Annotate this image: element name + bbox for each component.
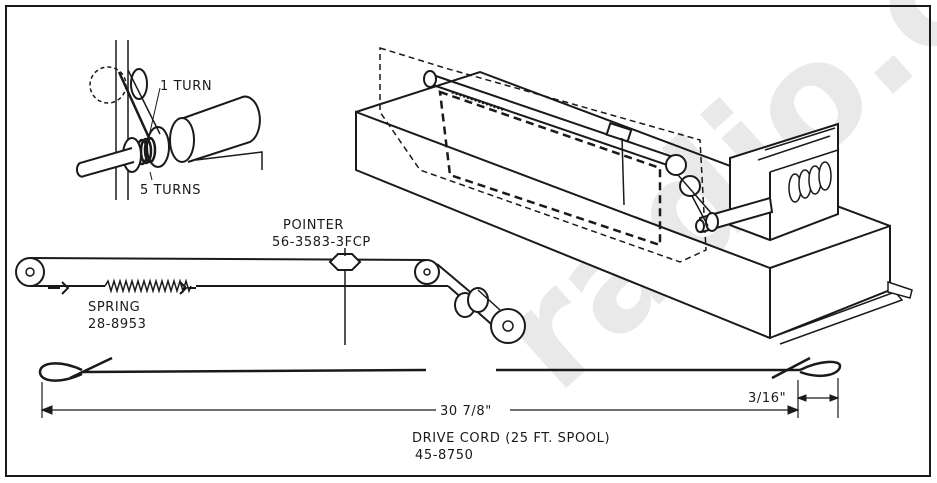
- label-loop-size: 3/16": [748, 391, 786, 406]
- shaft-winding-detail: [75, 40, 263, 200]
- label-pointer-part: 56-3583-3FCP: [272, 235, 371, 250]
- label-five-turns: 5 TURNS: [140, 183, 201, 198]
- label-cord-length: 30 7/8": [440, 404, 492, 419]
- label-drive-cord-part: 45-8750: [415, 448, 474, 463]
- label-pointer-title: POINTER: [283, 218, 344, 233]
- label-spring-part: 28-8953: [88, 317, 147, 332]
- label-drive-cord-title: DRIVE CORD (25 FT. SPOOL): [412, 431, 610, 446]
- drive-cord-path: [15, 248, 526, 345]
- tuning-chassis-assembly: [355, 46, 913, 345]
- drive-cord-dimension: [38, 356, 842, 418]
- diagram-border: [5, 5, 931, 477]
- label-spring-title: SPRING: [88, 300, 140, 315]
- label-one-turn: 1 TURN: [160, 79, 212, 94]
